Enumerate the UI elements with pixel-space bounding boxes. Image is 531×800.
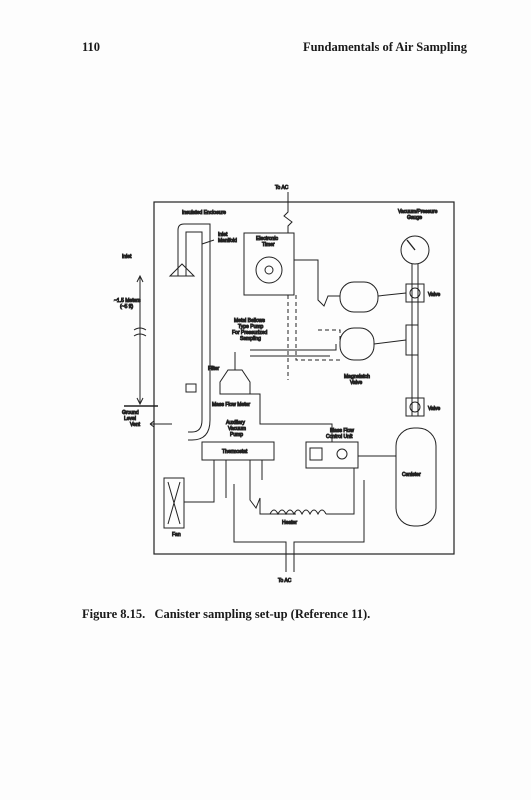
metal-bellows-pump (339, 281, 379, 313)
fan-housing (163, 477, 185, 529)
mass-flow-control-unit (305, 441, 359, 469)
insulated-enclosure-label: Insulated Enclosure (182, 210, 226, 216)
inlet-manifold-label-1: Inlet (218, 232, 228, 238)
height-arrow-top (136, 274, 144, 283)
timer-to-pump-wire (294, 259, 340, 307)
mass-flow-control-knob (336, 448, 348, 460)
dashed-control-line (287, 295, 341, 380)
filter (185, 383, 197, 393)
mass-flow-meter-label: Mass Flow Meter (212, 402, 250, 408)
gauge-label-1: Vacuum/Pressure (398, 209, 438, 215)
metal-bellows-label-2: Type Pump (238, 324, 264, 330)
metal-bellows-label-4: Sampling (240, 336, 261, 342)
inlet-manifold-tube-inner (185, 231, 203, 433)
heater-coil (269, 509, 327, 516)
valve-lower (405, 397, 425, 417)
mass-flow-control-display (309, 447, 323, 461)
inlet-label: Inlet (122, 254, 132, 260)
figure-caption: Figure 8.15. Canister sampling set-up (R… (82, 607, 502, 622)
height-arrow-bottom (136, 397, 144, 406)
auxiliary-pump-label-3: Pump (230, 432, 243, 438)
inlet-manifold-label-2: Manifold (218, 238, 237, 244)
thermostat (201, 441, 275, 461)
canister-line (411, 264, 419, 416)
ac-power-line-top (283, 192, 293, 233)
thermostat-wires (213, 460, 296, 515)
inlet-manifold-tube (177, 223, 211, 441)
vacuum-pressure-gauge (400, 235, 430, 265)
canister (395, 427, 437, 527)
ground-level-label-2: Level (124, 416, 136, 422)
timer-dial-center (264, 265, 274, 275)
timer-dial (255, 256, 283, 284)
figure-number: Figure 8.15. (82, 607, 146, 621)
book-title: Fundamentals of Air Sampling (302, 40, 467, 54)
height-break-mark (133, 327, 147, 337)
canister-sampling-diagram: To AC Electronic Timer Insulated Enclosu… (110, 180, 470, 590)
mass-flow-control-label-1: Mass Flow (330, 428, 354, 434)
metal-bellows-label-3: For Pressurized (232, 330, 268, 336)
vent-arrow (149, 420, 172, 428)
auxiliary-pump-label-2: Vacuum (228, 426, 246, 432)
electronic-timer (243, 232, 295, 296)
heater-label: Heater (282, 520, 297, 526)
ac-power-line-bottom (233, 480, 365, 572)
fan-label: Fan (172, 532, 181, 538)
magnelatch-valve (339, 327, 375, 361)
insulated-enclosure (153, 201, 455, 555)
height-label-2: (~5 ft) (120, 304, 134, 310)
ground-level-label-1: Ground (122, 410, 139, 416)
pump-to-valve-tube (373, 292, 407, 345)
valve-lower-label: Valve (428, 406, 440, 412)
to-ac-bottom-label: To AC (278, 578, 292, 584)
electronic-timer-label-2: Timer (262, 242, 275, 248)
caption-text: Canister sampling set-up (Reference 11). (154, 607, 371, 621)
auxiliary-pump-label-1: Auxiliary (226, 420, 245, 426)
height-label-1: ~1.5 Meters (114, 298, 141, 304)
inlet-funnel (168, 263, 196, 277)
running-head: 110 Fundamentals of Air Sampling (82, 40, 467, 56)
mass-flow-meter (219, 369, 251, 395)
gauge-label-2: Gauge (407, 215, 422, 221)
heater-to-control-wire (326, 468, 355, 515)
gauge-needle (406, 239, 416, 251)
valve-upper (405, 283, 425, 303)
canister-label: Canister (402, 472, 421, 478)
fan-wiring (184, 484, 215, 503)
meter-to-control-line (250, 393, 333, 442)
valve-upper-knob (409, 287, 421, 299)
mass-flow-control-label-2: Control Unit (326, 434, 353, 440)
metal-bellows-label-1: Metal Bellows (234, 318, 265, 324)
valve-lower-knob (409, 401, 421, 413)
fan-blades (167, 481, 181, 525)
electronic-timer-label-1: Electronic (256, 236, 278, 242)
filter-label: Filter (208, 366, 219, 372)
magnelatch-label-2: Valve (350, 380, 362, 386)
inlet-manifold-lead (201, 239, 215, 245)
valve-upper-label: Valve (428, 292, 440, 298)
sample-line (250, 344, 337, 357)
magnelatch-label-1: Magnelatch (344, 374, 370, 380)
to-ac-top-label: To AC (275, 185, 289, 191)
page-number: 110 (82, 40, 101, 54)
thermostat-label: Thermostat (222, 449, 248, 455)
vent-label: Vent (130, 422, 141, 428)
